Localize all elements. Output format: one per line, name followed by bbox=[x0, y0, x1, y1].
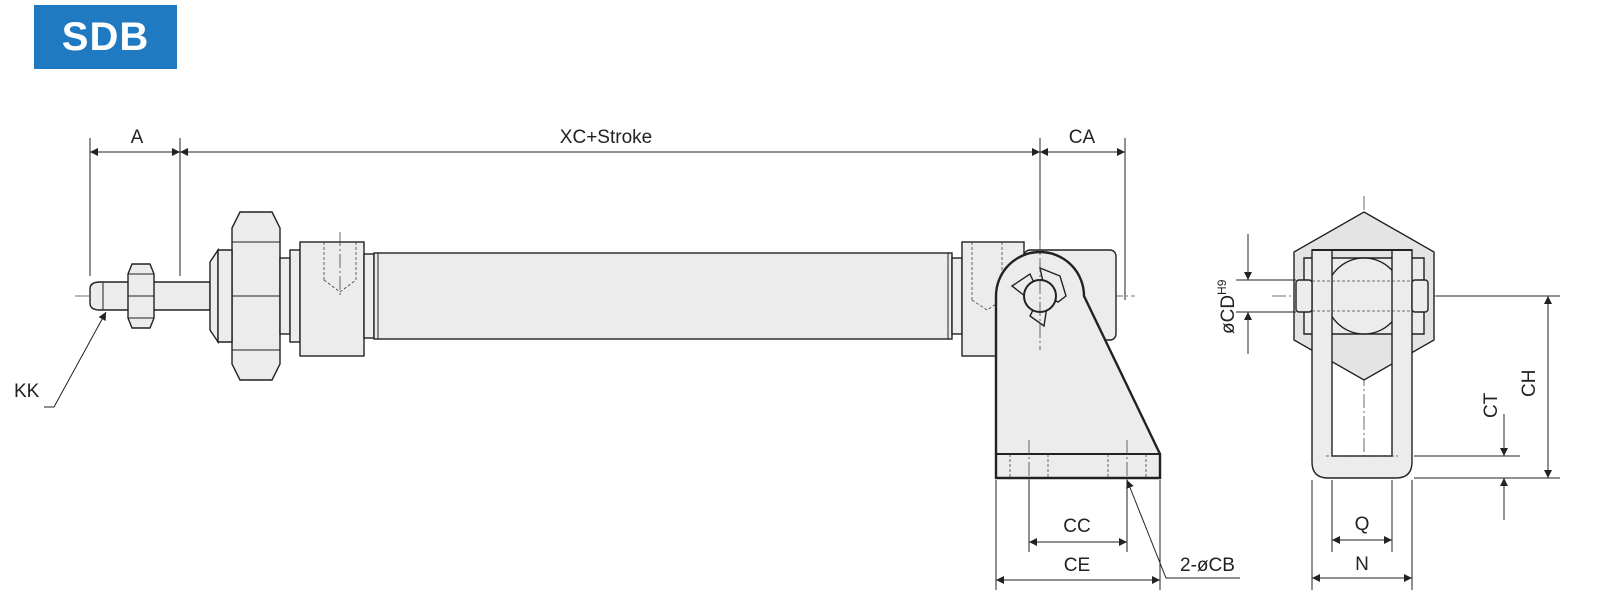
mounting-nut bbox=[209, 211, 281, 381]
dim-cc-label: CC bbox=[1063, 516, 1090, 537]
series-badge-text: SDB bbox=[61, 14, 150, 59]
front-thread bbox=[279, 249, 301, 343]
cylinder-barrel bbox=[373, 252, 953, 340]
dim-kk-label: KK bbox=[14, 381, 40, 402]
mounting-bracket bbox=[994, 236, 1162, 484]
dim-a-label: A bbox=[131, 127, 144, 148]
end-view bbox=[1272, 196, 1520, 479]
dim-ch-label: CH bbox=[1519, 370, 1540, 397]
side-view bbox=[75, 211, 1162, 484]
series-badge: SDB bbox=[34, 5, 177, 69]
dim-ca-label: CA bbox=[1069, 127, 1096, 148]
dim-cd-label: øCDH9 bbox=[1215, 279, 1239, 334]
rod-nut bbox=[127, 263, 155, 329]
dim-cb-label: 2-øCB bbox=[1180, 555, 1235, 576]
front-cover bbox=[299, 232, 375, 357]
dim-xc-stroke-label: XC+Stroke bbox=[560, 127, 652, 148]
dim-q-label: Q bbox=[1355, 514, 1370, 535]
dim-ct-label: CT bbox=[1481, 392, 1502, 418]
dim-ce-label: CE bbox=[1064, 555, 1090, 576]
dim-n-label: N bbox=[1355, 554, 1369, 575]
